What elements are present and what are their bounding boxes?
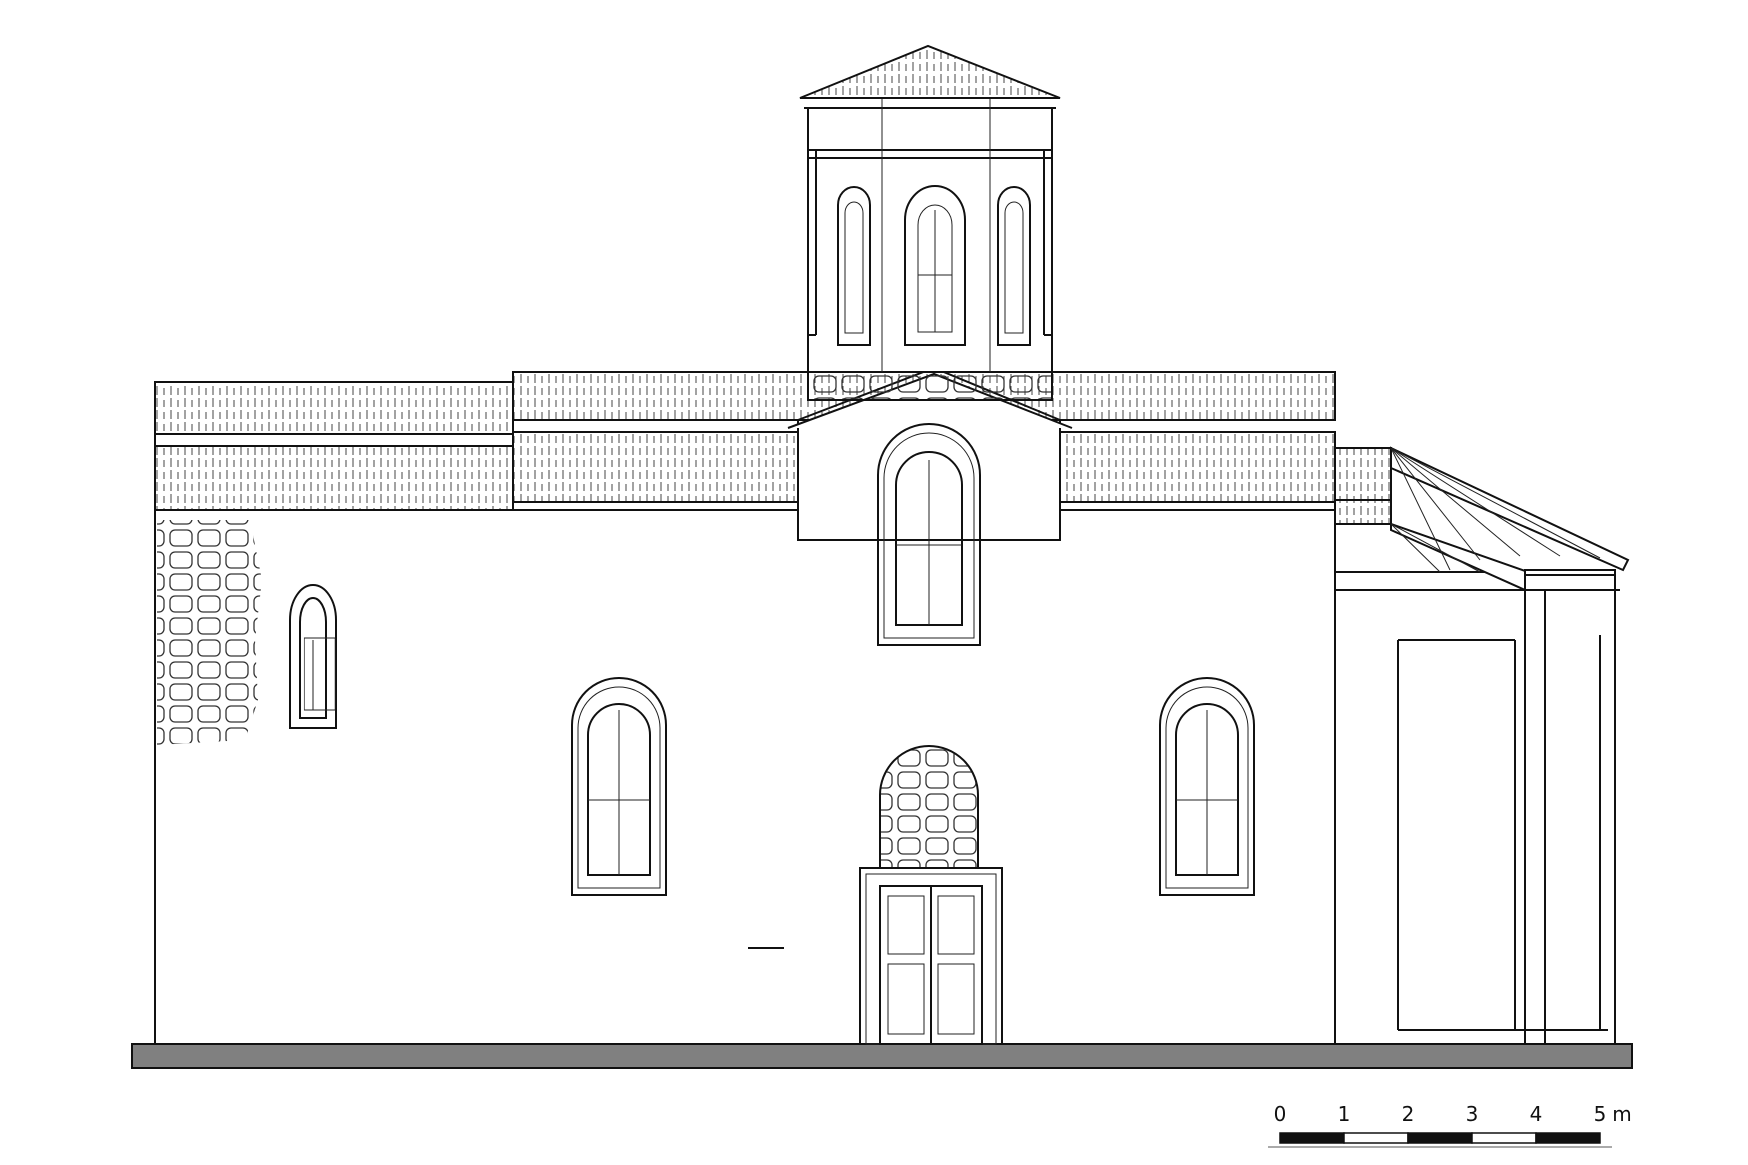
scale-label-0: 0 <box>1274 1102 1287 1126</box>
scale-label-3: 3 <box>1466 1102 1479 1126</box>
window-upper-center <box>877 423 981 646</box>
scale-label-5: 5 <box>1594 1102 1607 1126</box>
scale-segment-2 <box>1407 1132 1473 1144</box>
scale-segment-4 <box>1535 1132 1601 1144</box>
scale-segment-0 <box>1279 1132 1345 1144</box>
ground-band <box>131 1043 1633 1069</box>
scale-segment-1 <box>1343 1132 1409 1144</box>
tower-window-right <box>997 186 1031 346</box>
scale-label-2: 2 <box>1402 1102 1415 1126</box>
apse <box>1334 446 1630 1045</box>
scale-label-4: 4 <box>1530 1102 1543 1126</box>
window-lower-right <box>1159 677 1255 896</box>
roof-left <box>154 381 514 511</box>
main-door <box>859 745 1003 1045</box>
tower-window-center <box>904 185 966 346</box>
tower-roof <box>799 44 1061 99</box>
scale-unit: m <box>1612 1102 1631 1126</box>
bell-tower <box>799 44 1061 401</box>
tower-window-left <box>837 186 871 346</box>
stone-masonry-patch <box>157 520 262 745</box>
scale-label-1: 1 <box>1338 1102 1351 1126</box>
window-lower-left <box>571 677 667 896</box>
main-wall <box>154 382 1336 1045</box>
scale-bar: 0 1 2 3 4 5 m <box>1268 1102 1632 1148</box>
scale-segment-3 <box>1471 1132 1537 1144</box>
window-small-left <box>289 584 337 729</box>
door-stone-arch <box>879 745 979 871</box>
